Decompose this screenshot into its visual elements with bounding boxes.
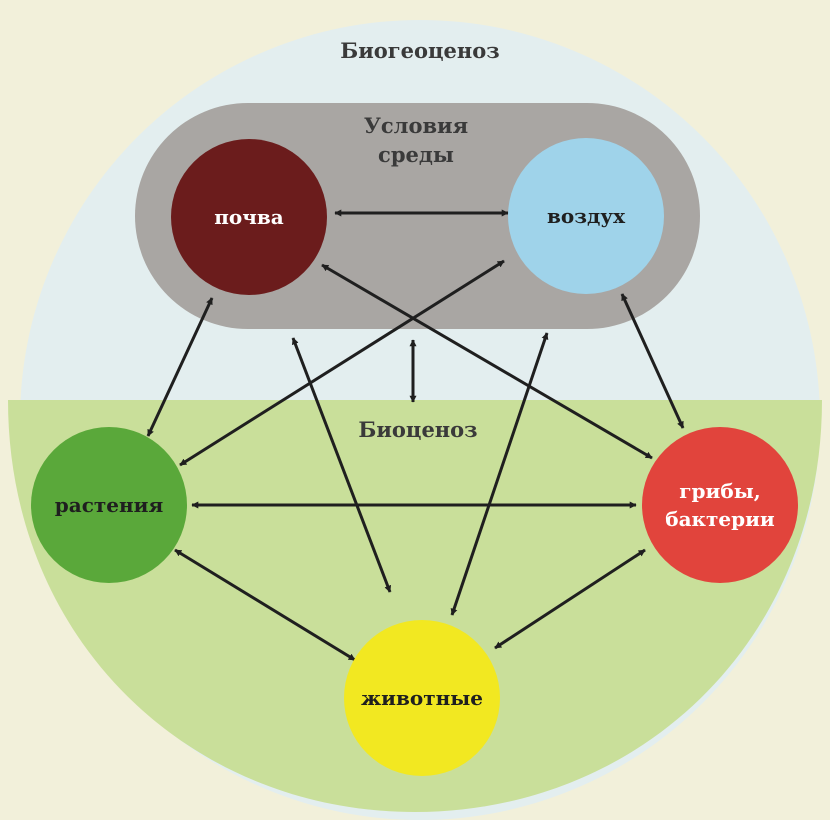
plants-label: растения <box>55 493 164 517</box>
connection-arrows <box>146 209 685 662</box>
animals-label: животные <box>361 686 483 710</box>
environment-label-line2: среды <box>378 142 454 167</box>
node-animals: животные <box>344 620 500 776</box>
diagram-title: Биогеоценоз <box>340 38 499 63</box>
fungi-bacteria-circle <box>642 427 798 583</box>
node-air: воздух <box>508 138 664 294</box>
arrow-air-fungi <box>620 293 685 429</box>
plants-circle <box>31 427 187 583</box>
air-circle <box>508 138 664 294</box>
arrow-animals-fungi <box>494 548 646 650</box>
node-plants: растения <box>31 427 187 583</box>
air-label: воздух <box>547 204 626 228</box>
node-soil: почва <box>171 139 327 295</box>
arrow-air-animals <box>450 332 549 616</box>
animals-circle <box>344 620 500 776</box>
environment-label-line1: Условия <box>364 113 468 138</box>
node-fungi: грибы, бактерии <box>642 427 798 583</box>
arrow-plants-animals <box>174 548 356 662</box>
fungi-label-line1: грибы, <box>679 479 760 503</box>
soil-circle <box>171 139 327 295</box>
arrow-air-plants <box>179 259 505 467</box>
fungi-label-line2: бактерии <box>665 507 775 531</box>
biocenosis-label: Биоценоз <box>358 417 477 442</box>
soil-label: почва <box>214 205 284 229</box>
